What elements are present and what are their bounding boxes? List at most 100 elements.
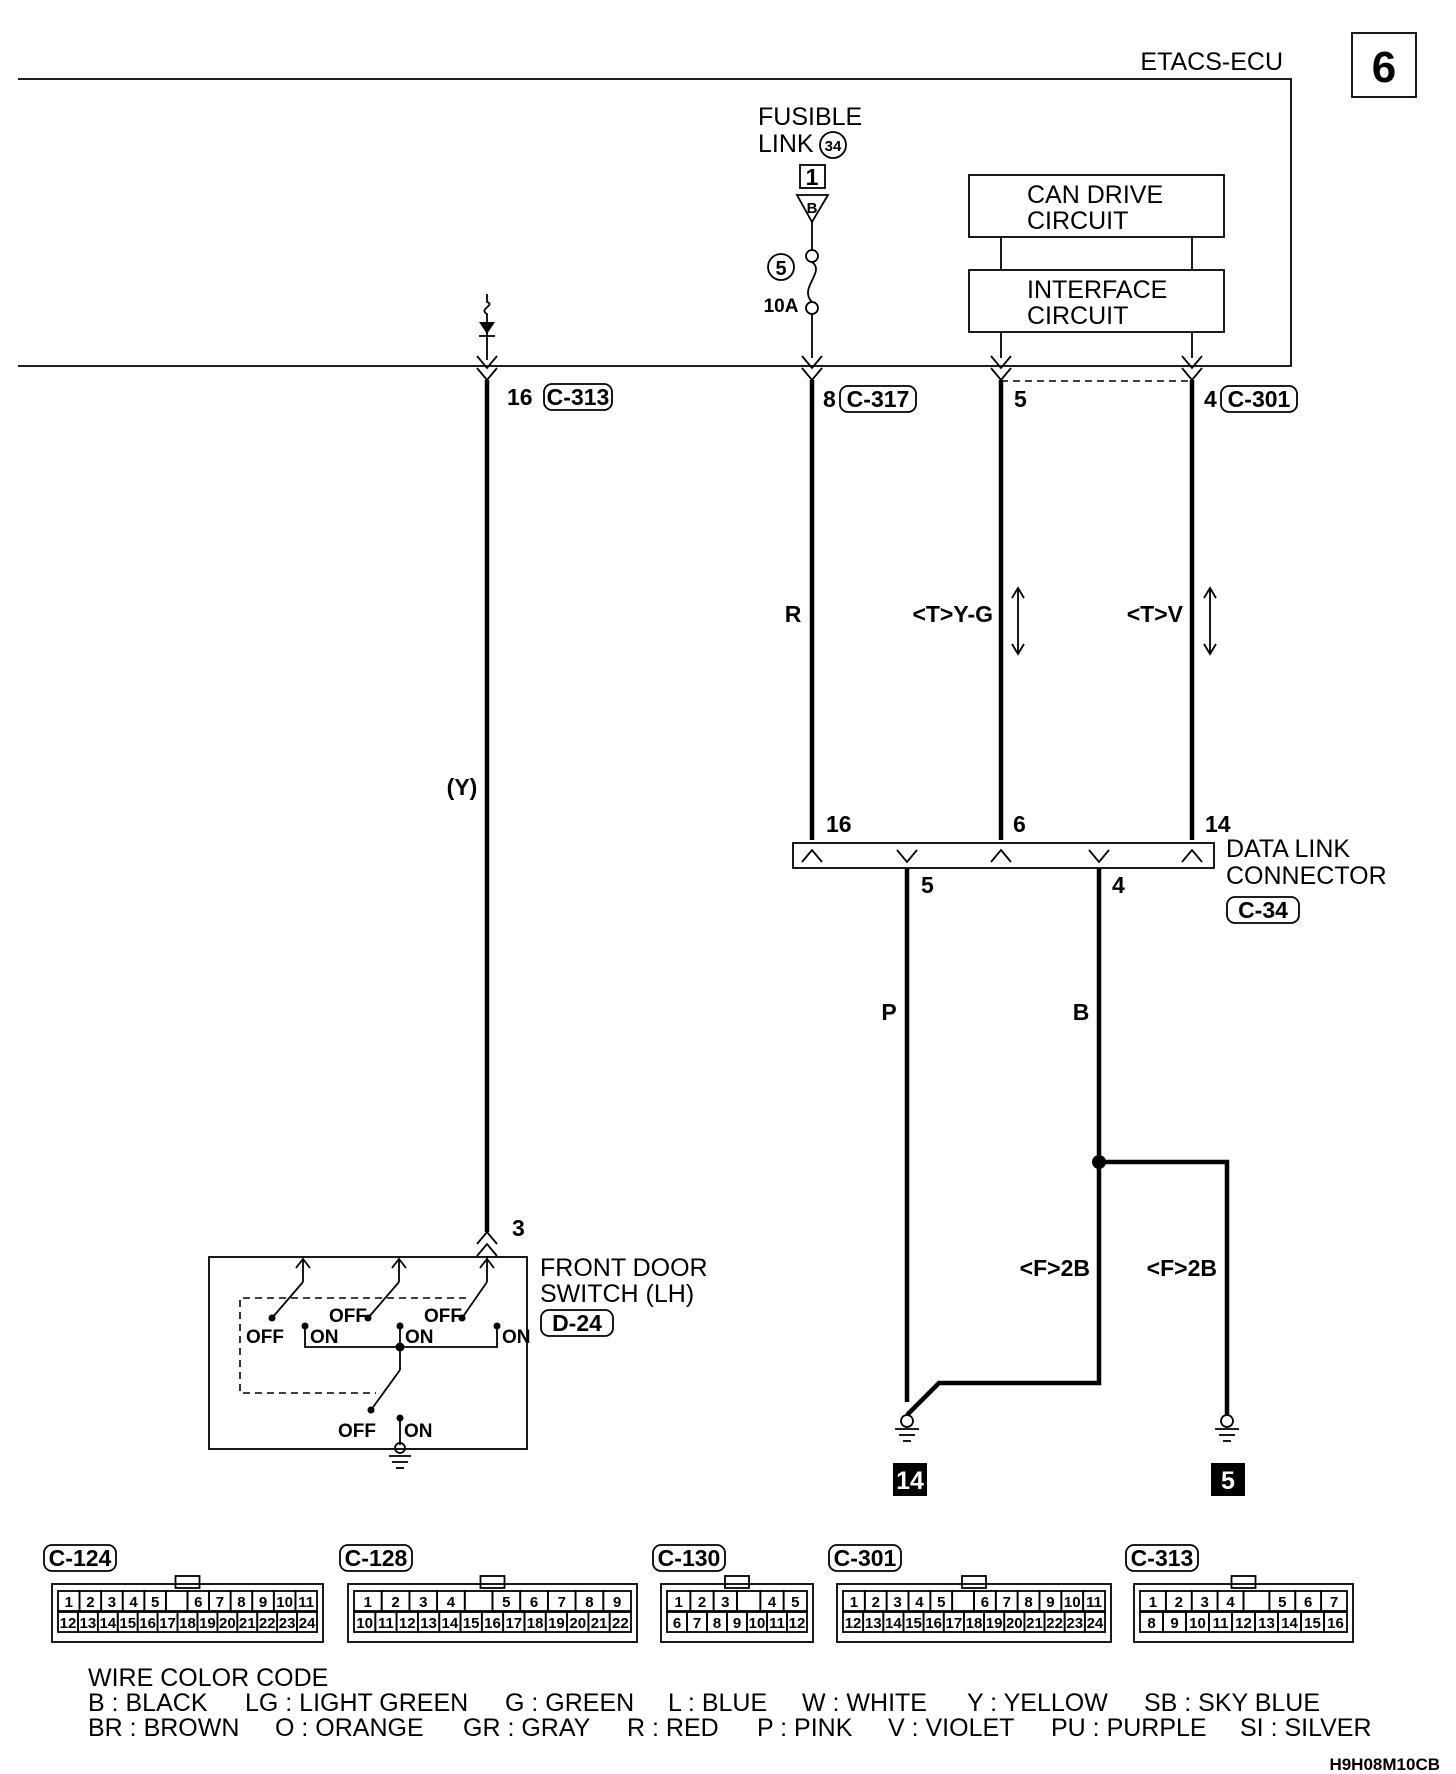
- connector-face-pin: 5: [1278, 1594, 1286, 1611]
- connector-face-pin: 13: [865, 1615, 882, 1632]
- wire-label-f2b-left: <F>2B: [1020, 1255, 1090, 1281]
- wire-label-f2b-right: <F>2B: [1147, 1255, 1217, 1281]
- connector-face-cell: [782, 1590, 808, 1612]
- fusible-link-terminal: 1: [806, 164, 819, 190]
- connector-face-pin: 22: [612, 1615, 629, 1632]
- connector-face-pin: 6: [1304, 1594, 1312, 1611]
- connector-face-cell: [608, 1611, 632, 1633]
- connector-face-pin: 16: [925, 1615, 942, 1632]
- connector-face-pin: 15: [463, 1615, 480, 1632]
- switch-on-label: ON: [502, 1327, 531, 1348]
- connector-face-pin: 18: [966, 1615, 983, 1632]
- legend-entry: SI : SILVER: [1240, 1714, 1372, 1742]
- fusible-link-label-1: FUSIBLE: [758, 103, 862, 131]
- connector-face-pin: 14: [99, 1615, 116, 1632]
- connector-face-pin: 3: [419, 1594, 427, 1611]
- legend-entry: Y : YELLOW: [967, 1689, 1108, 1717]
- connector-face-pin: 3: [893, 1594, 901, 1611]
- legend-entry: L : BLUE: [668, 1689, 767, 1717]
- connector-face-pin: 11: [769, 1615, 785, 1632]
- diode-icon: [479, 322, 495, 334]
- connector-face-cell: [296, 1611, 318, 1633]
- connector-face-latch: [961, 1575, 987, 1589]
- connector-face-pin: 6: [981, 1594, 989, 1611]
- connector-face-pin: 10: [1064, 1594, 1081, 1611]
- legend-entry: LG : LIGHT GREEN: [245, 1689, 468, 1717]
- connector-face-pin: 9: [1170, 1615, 1178, 1632]
- connector-face-pin: 20: [569, 1615, 586, 1632]
- bidirectional-arrow-icon: [1011, 586, 1025, 656]
- data-link-label-2: CONNECTOR: [1226, 862, 1387, 890]
- ground-icon: [895, 1414, 919, 1442]
- connector-face-pin: 19: [548, 1615, 565, 1632]
- connector-face-pin: 11: [298, 1594, 314, 1611]
- fusible-link-terminal-box: [799, 164, 826, 189]
- splice-point: [1092, 1155, 1106, 1169]
- connector-face-pin: 17: [946, 1615, 963, 1632]
- connector-face-pin: 19: [986, 1615, 1003, 1632]
- door-switch-pin-symbol: [476, 1230, 498, 1257]
- wire-b: [905, 868, 1102, 1417]
- legend-title: WIRE COLOR CODE: [88, 1664, 328, 1692]
- connector-face-pin: 12: [1235, 1615, 1252, 1632]
- connector-face-pin: 17: [159, 1615, 176, 1632]
- connector-face-pin: 7: [558, 1594, 566, 1611]
- legend-entry: O : ORANGE: [275, 1714, 424, 1742]
- connector-face-pin: 16: [139, 1615, 156, 1632]
- connector-face-tag: [43, 1544, 117, 1572]
- connector-face-outline: [1133, 1583, 1354, 1643]
- connector-face-pin: 6: [194, 1594, 202, 1611]
- connector-face-pin: 2: [391, 1594, 399, 1611]
- connector-face-pin: 16: [484, 1615, 501, 1632]
- legend-entry: W : WHITE: [802, 1689, 927, 1717]
- connector-face-pin: 12: [845, 1615, 862, 1632]
- connector-face-pin: 13: [420, 1615, 437, 1632]
- connector-face-latch: [1230, 1575, 1257, 1589]
- connector-face-outline: [347, 1583, 638, 1643]
- connector-face-pin: 3: [108, 1594, 116, 1611]
- connector-face-pin: 7: [693, 1615, 701, 1632]
- switch-on-label: ON: [310, 1327, 339, 1348]
- connector-face-pin: 21: [1026, 1615, 1043, 1632]
- wire-label-b: B: [1073, 999, 1090, 1025]
- connector-face-pin: 8: [1147, 1615, 1155, 1632]
- connector-face-pin: 21: [239, 1615, 256, 1632]
- connector-face-latch: [479, 1575, 506, 1589]
- connector-face-tag: [339, 1544, 413, 1572]
- connector-face-pin: 1: [65, 1594, 73, 1611]
- connector-face-cell: [602, 1590, 632, 1612]
- door-switch-label-1: FRONT DOOR: [540, 1254, 708, 1282]
- connector-face-pin: 23: [279, 1615, 296, 1632]
- connector-tag-c301: [1220, 385, 1298, 413]
- connector-face-pin: 9: [733, 1615, 741, 1632]
- ecu-pin-8: 8: [823, 386, 836, 412]
- connector-face-pin: 24: [299, 1615, 316, 1632]
- ground-point-box-14: [893, 1463, 927, 1496]
- legend-entry: SB : SKY BLUE: [1144, 1689, 1320, 1717]
- connector-face-cell: [1320, 1590, 1348, 1612]
- connector-face-pin: 7: [1330, 1594, 1338, 1611]
- fusible-link-number: 34: [825, 138, 842, 155]
- connector-face-pin: 15: [1304, 1615, 1321, 1632]
- diagram-code: H9H08M10CB: [1329, 1755, 1440, 1774]
- can-drive-label-2: CIRCUIT: [1027, 207, 1128, 235]
- connector-face-cell: [463, 1590, 494, 1612]
- connector-face-cell: [1242, 1590, 1271, 1612]
- can-drive-circuit-box: [968, 174, 1225, 238]
- connector-tag-c34: [1226, 896, 1300, 924]
- fuse-terminal-bottom: [805, 301, 819, 315]
- ecu-pin-5: 5: [1014, 386, 1027, 412]
- legend-entry: R : RED: [627, 1714, 719, 1742]
- connector-face-pin: 17: [505, 1615, 522, 1632]
- connector-face-pin: 13: [80, 1615, 97, 1632]
- connector-face-pin: 23: [1066, 1615, 1083, 1632]
- connector-face-pin: 21: [591, 1615, 608, 1632]
- connector-face-pin: 1: [1149, 1594, 1157, 1611]
- bidirectional-arrow-icon: [1203, 586, 1217, 656]
- connector-face-outline: [51, 1583, 324, 1643]
- connector-c317-label: C-317: [847, 386, 910, 412]
- connector-face-cell: [294, 1590, 318, 1612]
- connector-face-pin: 14: [1281, 1615, 1298, 1632]
- connector-face-pin: 10: [749, 1615, 766, 1632]
